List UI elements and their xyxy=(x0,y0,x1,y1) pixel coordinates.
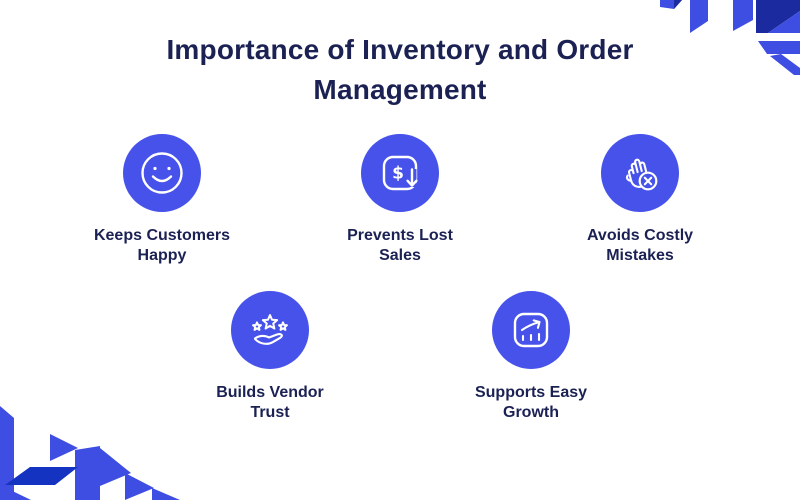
label-line: Growth xyxy=(503,404,559,421)
benefit-item-supports-easy-growth: Supports Easy Growth xyxy=(431,291,631,423)
benefit-label: Avoids Costly Mistakes xyxy=(540,226,740,266)
benefit-label: Builds Vendor Trust xyxy=(170,383,370,423)
label-line: Happy xyxy=(137,247,187,264)
benefit-label: Prevents Lost Sales xyxy=(300,226,500,266)
label-line: Avoids Costly xyxy=(586,227,694,244)
title-line-2: Management xyxy=(313,74,487,105)
benefit-item-prevents-lost-sales: $ Prevents Lost Sales xyxy=(300,134,500,266)
label-line: Mistakes xyxy=(606,247,674,264)
label-line: Sales xyxy=(379,247,421,264)
label-line: Supports Easy xyxy=(474,384,588,401)
benefit-label: Keeps Customers Happy xyxy=(62,226,262,266)
label-line: Builds Vendor xyxy=(216,384,324,401)
dollar-sign-glyph: $ xyxy=(392,164,404,184)
benefit-item-builds-vendor-trust: Builds Vendor Trust xyxy=(170,291,370,423)
corner-decoration-bottom-left xyxy=(0,406,180,500)
label-line: Prevents Lost xyxy=(347,227,453,244)
label-line: Trust xyxy=(250,404,290,421)
corner-decoration-top-right xyxy=(660,0,800,75)
stop-hand-x-icon xyxy=(601,134,679,212)
page-title: Importance of Inventory and Order Manage… xyxy=(0,30,800,110)
benefit-item-keeps-customers-happy: Keeps Customers Happy xyxy=(62,134,262,266)
stars-in-hand-icon xyxy=(231,291,309,369)
smiley-face-icon xyxy=(123,134,201,212)
label-line: Keeps Customers xyxy=(93,227,231,244)
benefit-label: Supports Easy Growth xyxy=(431,383,631,423)
title-line-1: Importance of Inventory and Order xyxy=(166,34,634,65)
dollar-down-arrow-icon: $ xyxy=(361,134,439,212)
benefit-item-avoids-costly-mistakes: Avoids Costly Mistakes xyxy=(540,134,740,266)
growth-chart-icon xyxy=(492,291,570,369)
